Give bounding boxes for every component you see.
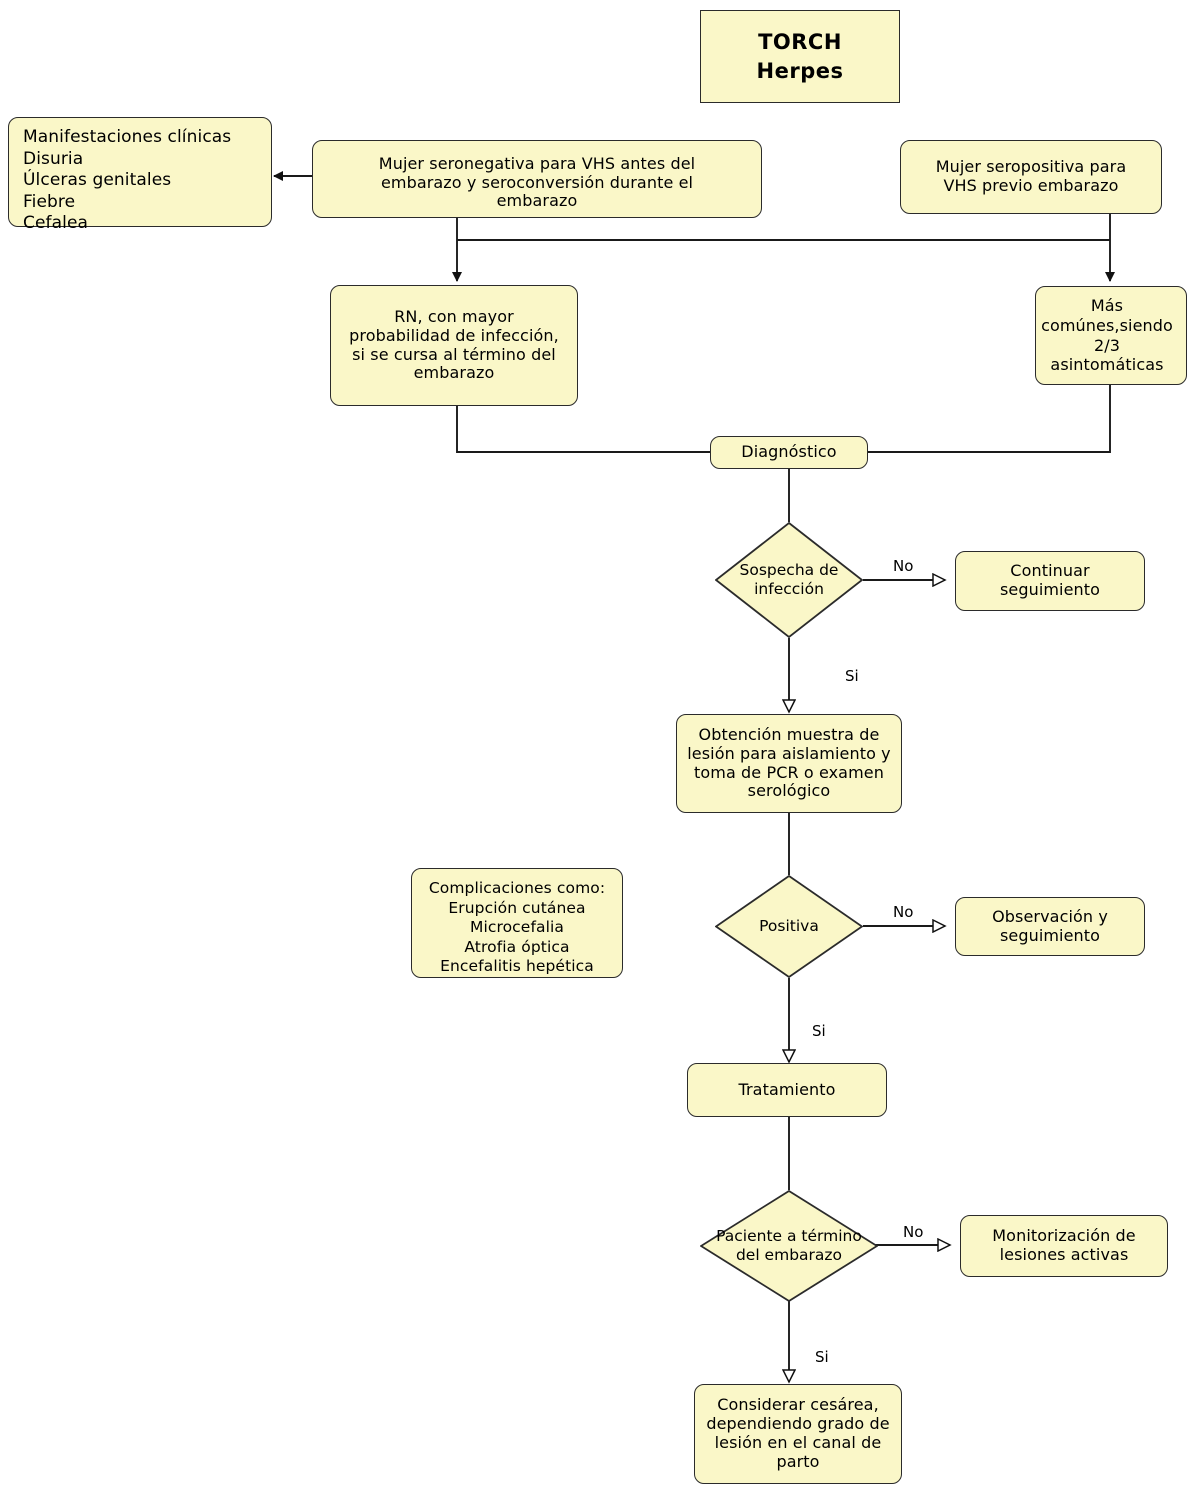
edge-label-si-termino: Si [815,1348,829,1366]
node-diagnostico-label: Diagnóstico [741,442,837,462]
node-title-torch-herpes: TORCH Herpes [700,10,900,103]
edge-label-no-sospecha: No [893,557,914,575]
node-observacion-seguimiento-label: Observación y seguimiento [992,906,1108,945]
decision-sospecha-label: Sospecha de infección [739,561,839,598]
node-mas-comunes-label: Más comúnes,siendo 2/3 asintomáticas [1041,295,1173,375]
node-complicaciones[interactable]: Complicaciones como: Erupción cutánea Mi… [411,868,623,978]
node-tratamiento-label: Tratamiento [738,1079,836,1099]
node-manifestaciones-label: Manifestaciones clínicas Disuria Úlceras… [23,127,232,234]
decision-positiva[interactable]: Positiva [715,875,863,978]
edge-label-si-positiva: Si [812,1022,826,1040]
node-monitorizacion-lesiones-label: Monitorización de lesiones activas [992,1226,1136,1264]
node-rn-probabilidad-infeccion[interactable]: RN, con mayor probabilidad de infección,… [330,285,578,406]
decision-positiva-shape [715,875,863,978]
node-continuar-seguimiento-label: Continuar seguimiento [999,561,1101,599]
edge-label-no-positiva: No [893,903,914,921]
node-continuar-seguimiento[interactable]: Continuar seguimiento [955,551,1145,611]
edge-label-no-termino: No [903,1223,924,1241]
node-complicaciones-label: Complicaciones como: Erupción cutánea Mi… [428,879,606,976]
decision-sospecha-shape [715,522,863,638]
edge-mascomunes-to-diagnostico [868,385,1111,453]
decision-positiva-label: Positiva [759,917,819,936]
node-diagnostico[interactable]: Diagnóstico [710,436,868,469]
node-mujer-seropositiva-label: Mujer seropositiva para VHS previo embar… [935,157,1127,195]
decision-paciente-termino-label: Paciente a término del embarazo [716,1227,862,1264]
decision-paciente-termino[interactable]: Paciente a término del embarazo [700,1190,878,1302]
node-title-label: TORCH Herpes [756,30,844,83]
node-mas-comunes-asintomaticas[interactable]: Más comúnes,siendo 2/3 asintomáticas [1035,286,1187,385]
edge-label-si-sospecha: Si [845,667,859,685]
node-observacion-seguimiento[interactable]: Observación y seguimiento [955,897,1145,956]
edge-rn-to-diagnostico [456,406,710,453]
decision-paciente-termino-shape [700,1190,878,1302]
node-mujer-seronegativa-label: Mujer seronegativa para VHS antes del em… [378,153,696,211]
node-mujer-seronegativa[interactable]: Mujer seronegativa para VHS antes del em… [312,140,762,218]
node-considerar-cesarea-label: Considerar cesárea, dependiendo grado de… [706,1395,890,1471]
decision-sospecha-infeccion[interactable]: Sospecha de infección [715,522,863,638]
node-obtencion-muestra[interactable]: Obtención muestra de lesión para aislami… [676,714,902,813]
node-manifestaciones-clinicas[interactable]: Manifestaciones clínicas Disuria Úlceras… [8,117,272,233]
node-tratamiento[interactable]: Tratamiento [687,1063,887,1117]
node-considerar-cesarea[interactable]: Considerar cesárea, dependiendo grado de… [694,1384,902,1484]
node-monitorizacion-lesiones[interactable]: Monitorización de lesiones activas [960,1215,1168,1277]
node-mujer-seropositiva[interactable]: Mujer seropositiva para VHS previo embar… [900,140,1162,214]
node-obtencion-muestra-label: Obtención muestra de lesión para aislami… [687,724,891,801]
node-rn-probabilidad-label: RN, con mayor probabilidad de infección,… [349,306,559,383]
